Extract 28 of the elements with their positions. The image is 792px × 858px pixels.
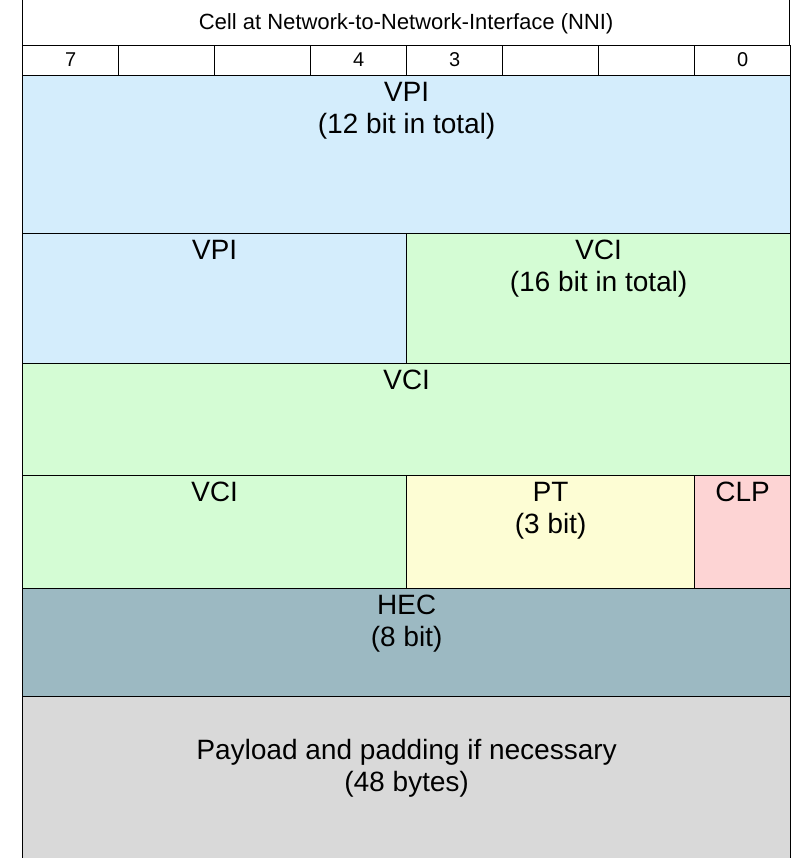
field-size: (12 bit in total) bbox=[318, 108, 496, 140]
hec-field bbox=[22, 588, 791, 697]
vci-field bbox=[22, 475, 407, 589]
bit-number: 0 bbox=[736, 49, 748, 71]
field-name: VCI bbox=[575, 234, 622, 266]
payload-field bbox=[22, 696, 791, 858]
field-size: (3 bit) bbox=[514, 508, 586, 540]
field-name: CLP bbox=[715, 476, 770, 508]
pt-field bbox=[406, 475, 695, 589]
field-size: (8 bit) bbox=[370, 621, 442, 653]
vci-field bbox=[406, 233, 791, 364]
field-name: HEC bbox=[376, 589, 436, 621]
field-name: VPI bbox=[384, 76, 430, 108]
field-name: VPI bbox=[192, 234, 238, 266]
field-name: VCI bbox=[191, 476, 238, 508]
vpi-field bbox=[22, 233, 407, 364]
clp-field bbox=[694, 475, 791, 589]
field-size: (16 bit in total) bbox=[510, 266, 688, 298]
field-name: PT bbox=[532, 476, 568, 508]
field-size: (48 bytes) bbox=[344, 766, 469, 798]
field-name: Payload and padding if necessary bbox=[196, 734, 617, 766]
bit-number: 7 bbox=[64, 49, 76, 71]
bit-number: 3 bbox=[448, 49, 460, 71]
field-name: VCI bbox=[383, 364, 430, 396]
bit-number: 4 bbox=[352, 49, 364, 71]
vpi-field bbox=[22, 75, 791, 234]
table-title: Cell at Network-to-Network-Interface (NNI) bbox=[198, 9, 614, 34]
vci-field bbox=[22, 363, 791, 476]
